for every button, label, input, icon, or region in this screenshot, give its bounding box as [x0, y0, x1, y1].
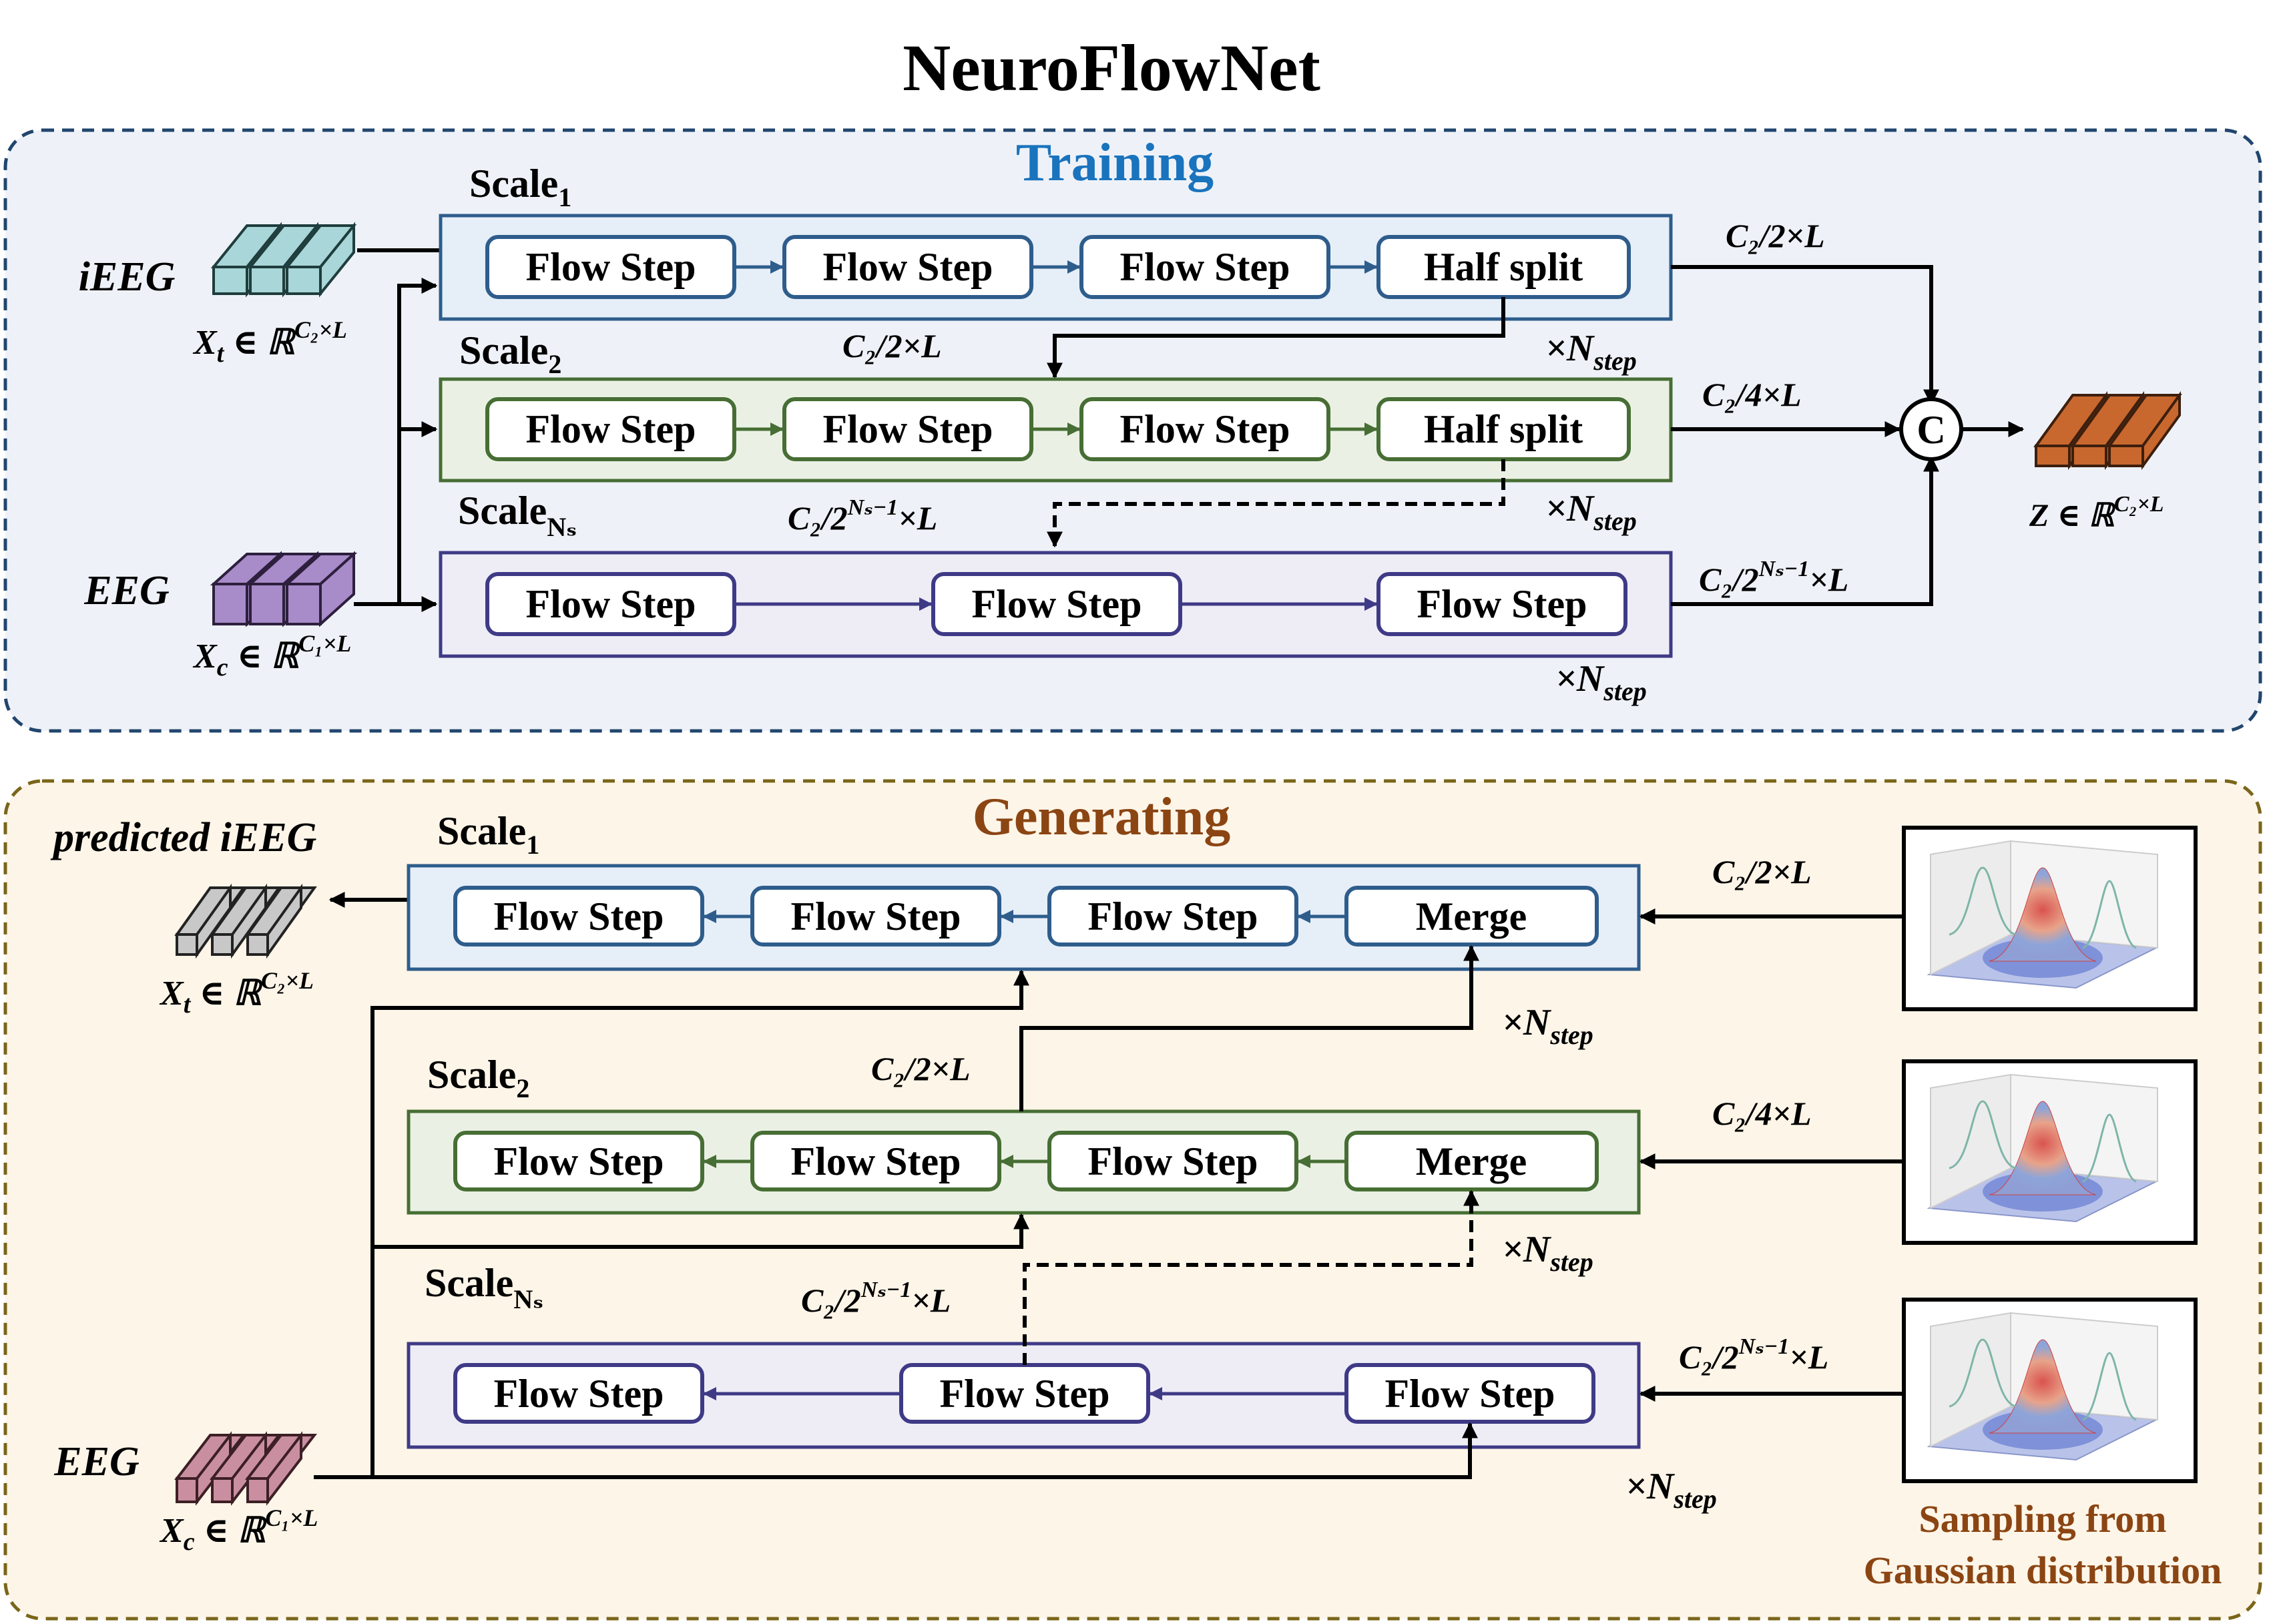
flow-step-block — [1376, 572, 1627, 636]
flow-step-label: Flow Step — [526, 245, 696, 289]
scale1-output-arrow — [1671, 265, 1939, 406]
train-scaleN-blocks: Flow Step Flow Step Flow Step — [485, 572, 1627, 636]
gen-scale1-label: Scale1 — [437, 809, 539, 860]
gaussian-plot-1 — [1902, 826, 2198, 1011]
flow-step-label: Flow Step — [526, 582, 696, 626]
scaleN-output-arrow — [1671, 455, 1939, 606]
flow-step-label: Flow Step — [940, 1372, 1110, 1416]
gen-eeg-label: EEG — [53, 1439, 140, 1484]
gen-scale2-repeat: ×Nstep — [1502, 1229, 1593, 1277]
gen-in-label-3: C₂/2Nₛ−1×L — [1679, 1334, 1828, 1376]
train-scaleN-repeat: ×Nstep — [1555, 658, 1647, 706]
flow-step-label: Flow Step — [494, 894, 664, 938]
gen-eeg-tensor-icon — [174, 1431, 318, 1506]
eeg-to-scale1-arrow — [354, 278, 438, 606]
z-math: Z ∈ ℝC₂×L — [2029, 492, 2164, 533]
split2-to-scaleN-arrow — [1047, 459, 1505, 548]
flow-step-label: Flow Step — [972, 582, 1142, 626]
flow-step-label: Flow Step — [1120, 245, 1290, 289]
gen-scale1-repeat: ×Nstep — [1502, 1002, 1593, 1050]
train-scale1-repeat: ×Nstep — [1545, 328, 1637, 376]
flow-step-label: Flow Step — [791, 1139, 961, 1183]
predicted-ieeg-label: predicted iEEG — [50, 815, 317, 860]
sampling-caption-line1: Sampling from — [1919, 1497, 2166, 1541]
train-out-label-1: C₂/2×L — [1726, 217, 1825, 254]
flow-step-label: Flow Step — [823, 245, 993, 289]
flow-step-label: Flow Step — [1385, 1372, 1555, 1416]
training-heading: Training — [1016, 133, 1214, 192]
eeg-to-scale1-cond-arrow — [370, 969, 1029, 1477]
ieeg-label: iEEG — [79, 254, 176, 300]
flow-step-label: Flow Step — [526, 407, 696, 451]
flow-step-label: Flow Step — [494, 1139, 664, 1183]
eeg-to-scaleN-cond-arrow — [314, 1422, 1478, 1479]
train-out-label-3: C₂/2Nₛ−1×L — [1699, 557, 1848, 598]
gen-between-label-2: C₂/2Nₛ−1×L — [801, 1278, 951, 1319]
gaussian-plot-3 — [1902, 1298, 2198, 1483]
gen-between-label-1: C₂/2×L — [871, 1050, 971, 1087]
ieeg-math: Xt ∈ ℝC₂×L — [192, 316, 347, 368]
page-title: NeuroFlowNet — [903, 31, 1320, 105]
train-scale2-blocks: Flow Step Flow Step Flow Step Half split — [485, 397, 1631, 461]
flow-step-block — [453, 1131, 704, 1191]
merge-label: Merge — [1416, 894, 1527, 938]
flow-step-label: Flow Step — [791, 894, 961, 938]
scaleN-to-merge2-arrow — [1023, 1189, 1479, 1365]
ieeg-tensor-icon — [210, 222, 357, 298]
gen-eeg-math: Xc ∈ ℝC₁×L — [159, 1505, 318, 1556]
train-between-label-2: C₂/2Nₛ−1×L — [788, 495, 937, 537]
gen-scale2-blocks: Flow Step Flow Step Flow Step Merge — [453, 1131, 1599, 1191]
gen-scaleN-blocks: Flow Step Flow Step Flow Step — [453, 1363, 1595, 1424]
gen-scaleN-label: ScaleNₛ — [425, 1261, 543, 1314]
train-out-label-2: C₂/4×L — [1702, 376, 1802, 413]
gen-in-label-2: C₂/4×L — [1712, 1095, 1812, 1132]
merge-label: Merge — [1416, 1139, 1527, 1183]
generating-heading: Generating — [973, 788, 1231, 846]
flow-step-block — [453, 1363, 704, 1424]
gen-scaleN-repeat: ×Nstep — [1625, 1466, 1717, 1514]
eeg-label: EEG — [83, 568, 170, 613]
sampling-caption-line2: Gaussian distribution — [1864, 1549, 2222, 1592]
train-scaleN-label: ScaleNₛ — [458, 489, 577, 542]
train-between-label-1: C₂/2×L — [842, 327, 942, 364]
gen-scale2-label: Scale2 — [427, 1053, 529, 1103]
z-tensor-icon — [2033, 390, 2182, 471]
half-split-label: Half split — [1424, 407, 1583, 451]
train-scale2-label: Scale2 — [459, 328, 561, 379]
train-scale2-repeat: ×Nstep — [1545, 488, 1637, 536]
train-scale1-blocks: Flow Step Flow Step Flow Step Half split — [485, 235, 1631, 299]
train-scale1-label: Scale1 — [469, 162, 571, 212]
eeg-to-scale2-cond-arrow — [372, 1213, 1029, 1249]
concat-symbol: C — [1917, 408, 1945, 452]
predicted-ieeg-tensor-icon — [174, 883, 317, 959]
flow-step-label: Flow Step — [1088, 894, 1258, 938]
scale2-to-merge1-arrow — [1019, 944, 1479, 1111]
split1-to-scale2-arrow — [1047, 297, 1505, 379]
flow-step-label: Flow Step — [1120, 407, 1290, 451]
flow-step-label: Flow Step — [494, 1372, 664, 1416]
predicted-ieeg-math: Xt ∈ ℝC₂×L — [159, 967, 314, 1019]
flow-step-label: Flow Step — [1088, 1139, 1258, 1183]
gaussian-plot-2 — [1902, 1059, 2198, 1245]
gen-scale1-blocks: Flow Step Flow Step Flow Step Merge — [453, 886, 1599, 946]
eeg-tensor-icon — [210, 551, 358, 627]
flow-step-label: Flow Step — [1417, 582, 1587, 626]
half-split-label: Half split — [1424, 245, 1583, 289]
eeg-math: Xc ∈ ℝC₁×L — [192, 630, 351, 682]
flow-step-label: Flow Step — [823, 407, 993, 451]
flow-step-block — [453, 886, 704, 946]
gen-in-label-1: C₂/2×L — [1712, 853, 1812, 890]
